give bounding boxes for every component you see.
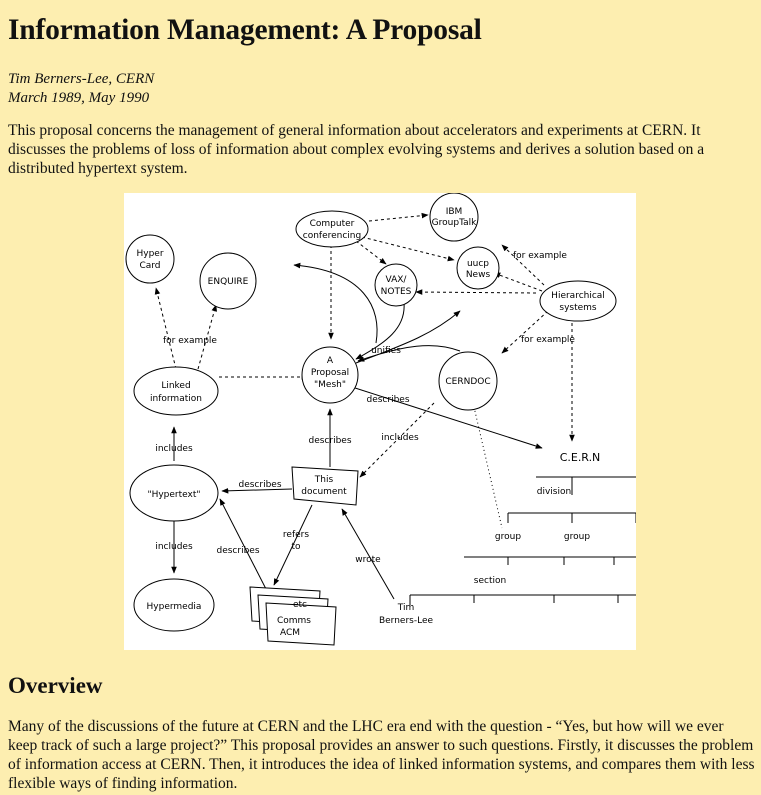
node-uucp-news: uucp News <box>456 246 500 290</box>
label-card: Card <box>139 261 160 271</box>
label-enquire: ENQUIRE <box>208 277 249 287</box>
label-information: information <box>150 394 202 404</box>
label-linked: Linked <box>161 381 190 391</box>
edge-label-for-example-1: for example <box>513 251 567 261</box>
node-computer-conferencing: Computer conferencing <box>295 210 369 248</box>
edge-hier-cerndoc <box>501 310 549 354</box>
node-doc-stack: etc Comms ACM <box>249 586 337 646</box>
label-ibm: IBM <box>446 207 463 217</box>
edge-conf-vax <box>355 240 387 265</box>
mesh-diagram: Computer conferencing IBM GroupTalk Hype… <box>124 193 636 650</box>
org-tree <box>409 476 636 605</box>
label-cern: C.E.R.N <box>560 451 601 464</box>
edge-label-for-example-3: for example <box>163 336 217 346</box>
edge-label-includes-1: includes <box>381 433 419 443</box>
edge-linked-hypercard <box>154 287 177 370</box>
node-hypertext: "Hypertext" <box>129 464 219 522</box>
date-line: March 1989, May 1990 <box>8 90 150 106</box>
label-mesh: "Mesh" <box>314 380 346 390</box>
label-hyper: Hyper <box>136 249 163 259</box>
edge-label-unifies: unifies <box>371 346 401 356</box>
edge-label-to: to <box>291 542 301 552</box>
label-conferencing: conferencing <box>303 231 361 241</box>
edge-label-includes-2: includes <box>155 444 193 454</box>
node-ibm-grouptalk: IBM GroupTalk <box>429 193 479 242</box>
node-this-document: This document <box>291 466 359 506</box>
edge-label-describes-2: describes <box>308 436 351 446</box>
label-computer: Computer <box>310 219 355 229</box>
node-cerndoc: CERNDOC <box>438 351 498 411</box>
label-grouptalk: GroupTalk <box>432 218 477 228</box>
label-hypertext: "Hypertext" <box>147 490 200 500</box>
edge-linked-enquire <box>197 304 217 370</box>
node-hierarchical-systems: Hierarchical systems <box>539 280 617 322</box>
edge-proposal-cern <box>351 386 543 449</box>
label-proposal: Proposal <box>311 368 349 378</box>
overview-paragraph: Many of the discussions of the future at… <box>8 718 755 792</box>
edge-cerndoc-group <box>473 406 503 529</box>
label-section: section <box>474 576 506 586</box>
edge-label-describes-4: describes <box>216 546 259 556</box>
label-hypermedia: Hypermedia <box>147 602 202 612</box>
edge-hier-vax <box>415 289 537 295</box>
label-vax: VAX/ <box>386 275 408 285</box>
node-enquire: ENQUIRE <box>199 252 257 310</box>
node-proposal-mesh: A Proposal "Mesh" <box>301 346 359 404</box>
label-this: This <box>314 475 334 485</box>
label-acm: ACM <box>280 628 300 638</box>
label-hierarchical: Hierarchical <box>551 291 605 301</box>
mesh-diagram-svg: Computer conferencing IBM GroupTalk Hype… <box>125 193 636 646</box>
edge-label-wrote: wrote <box>355 555 381 565</box>
overview-heading: Overview <box>8 673 103 698</box>
label-etc: etc <box>293 600 307 610</box>
label-a: A <box>327 356 334 366</box>
author-line: Tim Berners-Lee, CERN <box>8 71 155 87</box>
intro-paragraph: This proposal concerns the management of… <box>8 122 705 177</box>
edge-unifies-uucp <box>355 310 461 364</box>
label-systems: systems <box>559 303 597 313</box>
label-group-a: group <box>495 532 521 542</box>
label-group-b: group <box>564 532 590 542</box>
edge-doc-hypertext <box>221 488 293 494</box>
node-hypercard: Hyper Card <box>125 234 175 284</box>
label-document: document <box>301 487 347 497</box>
label-comms: Comms <box>277 616 311 626</box>
edge-label-includes-3: includes <box>155 542 193 552</box>
edge-cerndoc-proposal <box>357 345 461 362</box>
edge-hier-uucp <box>493 272 543 292</box>
edge-label-describes-3: describes <box>238 480 281 490</box>
label-uucp: uucp <box>467 259 489 269</box>
edge-vax-proposal <box>355 302 405 360</box>
label-berners-lee: Berners-Lee <box>379 616 434 626</box>
edge-label-describes-1: describes <box>366 395 409 405</box>
label-division: division <box>537 487 571 497</box>
edge-doc-stack <box>273 504 313 586</box>
edge-tim-doc <box>341 508 395 600</box>
label-tim: Tim <box>397 603 415 613</box>
edge-hier-ibm <box>501 244 545 286</box>
edge-label-for-example-2: for example <box>521 335 575 345</box>
label-notes: NOTES <box>381 287 412 297</box>
edge-unifies-enquire <box>293 262 378 344</box>
node-hypermedia: Hypermedia <box>133 578 215 632</box>
edge-conf-uucp <box>361 236 455 262</box>
byline: Tim Berners-Lee, CERN March 1989, May 19… <box>8 70 154 108</box>
page-title: Information Management: A Proposal <box>8 14 482 46</box>
label-cerndoc: CERNDOC <box>445 377 490 387</box>
node-linked-information: Linked information <box>133 366 219 416</box>
node-vax-notes: VAX/ NOTES <box>374 263 418 307</box>
edge-label-refers: refers <box>283 530 309 540</box>
label-news: News <box>466 270 491 280</box>
edge-stack-hypertext <box>219 498 267 590</box>
edge-conf-ibm <box>368 212 429 222</box>
